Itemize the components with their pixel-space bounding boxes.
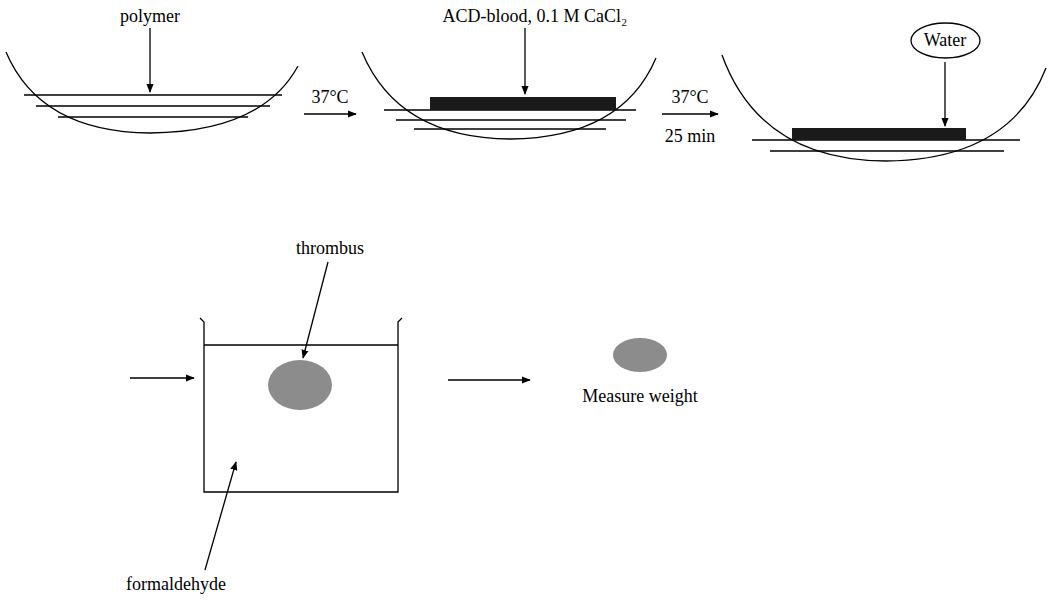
part-label: thrombus xyxy=(296,238,364,259)
material-label: formaldehyde xyxy=(126,574,226,595)
leader-line xyxy=(205,462,236,570)
blood-layer xyxy=(792,128,966,140)
dish xyxy=(722,55,1046,161)
leader-arrow xyxy=(524,28,525,94)
thrombus-blob xyxy=(268,360,332,410)
material-label: polymer xyxy=(120,6,180,27)
step-arrow xyxy=(448,379,530,380)
blood-layer xyxy=(430,97,616,110)
leader-arrow xyxy=(149,28,150,92)
liquid-line xyxy=(58,116,248,117)
step-label: Measure weight xyxy=(582,386,697,407)
temperature-label: 37°C xyxy=(311,87,348,108)
step-arrow xyxy=(304,113,356,114)
temperature-label: 37°C xyxy=(671,87,708,108)
liquid-line xyxy=(414,128,606,129)
liquid-line xyxy=(24,94,282,95)
liquid-line xyxy=(36,105,270,106)
step-arrow xyxy=(130,377,194,378)
leader-line xyxy=(303,262,328,358)
dish xyxy=(362,52,656,139)
liquid-line xyxy=(396,119,626,120)
liquid-line xyxy=(204,344,398,345)
material-label: ACD-blood, 0.1 M CaCl₂ xyxy=(443,6,628,27)
reagent-ellipse: Water xyxy=(910,22,981,59)
leader-arrow xyxy=(944,62,945,126)
liquid-line xyxy=(770,150,1004,151)
step-arrow xyxy=(662,113,718,114)
thrombus-blob xyxy=(613,338,667,372)
dish xyxy=(6,52,298,133)
node-text: Water xyxy=(924,30,967,51)
beaker xyxy=(200,318,402,492)
time-label: 25 min xyxy=(665,126,716,147)
